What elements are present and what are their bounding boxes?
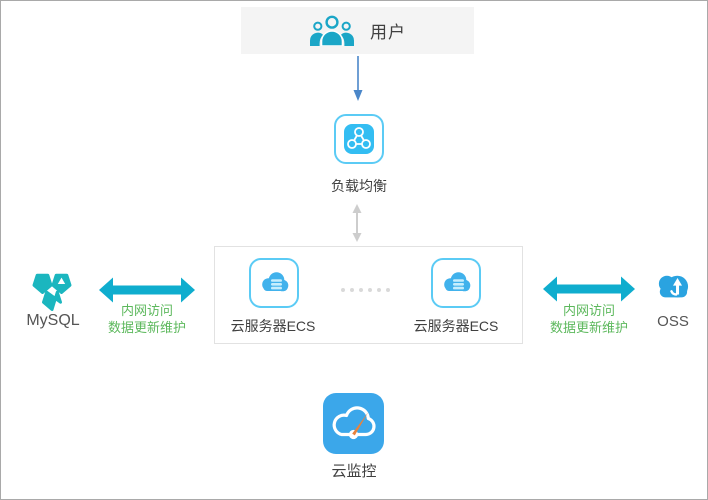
mysql-label: MySQL bbox=[26, 312, 80, 329]
storage-cloud-icon bbox=[658, 275, 689, 298]
ecs-left-label: 云服务器ECS bbox=[230, 318, 316, 334]
slb-node bbox=[334, 114, 384, 164]
slb-label: 负载均衡 bbox=[331, 178, 387, 194]
cloud-server-icon bbox=[444, 272, 471, 292]
arrow-slb-ecs-icon bbox=[352, 204, 362, 242]
intranet-arrow-right-icon bbox=[543, 276, 635, 302]
load-balancer-icon bbox=[344, 124, 374, 154]
intranet-text-right: 内网访问 数据更新维护 bbox=[549, 303, 628, 335]
user-label: 用户 bbox=[370, 23, 406, 42]
monitor-label: 云监控 bbox=[331, 463, 377, 480]
oss-label: OSS bbox=[657, 313, 689, 330]
cloud-monitor-icon bbox=[323, 393, 384, 454]
ecs-node-right bbox=[431, 258, 481, 308]
ellipsis-dots bbox=[341, 288, 390, 292]
ecs-right-label: 云服务器ECS bbox=[413, 318, 499, 334]
database-icon bbox=[32, 273, 72, 311]
cloud-server-icon bbox=[262, 272, 289, 292]
user-group-box: 用户 bbox=[241, 7, 474, 54]
intranet-arrow-left-icon bbox=[99, 277, 195, 303]
user-group-icon bbox=[310, 15, 354, 46]
arrow-user-to-slb-icon bbox=[353, 56, 363, 101]
ecs-node-left bbox=[249, 258, 299, 308]
intranet-text-left: 内网访问 数据更新维护 bbox=[107, 303, 186, 335]
